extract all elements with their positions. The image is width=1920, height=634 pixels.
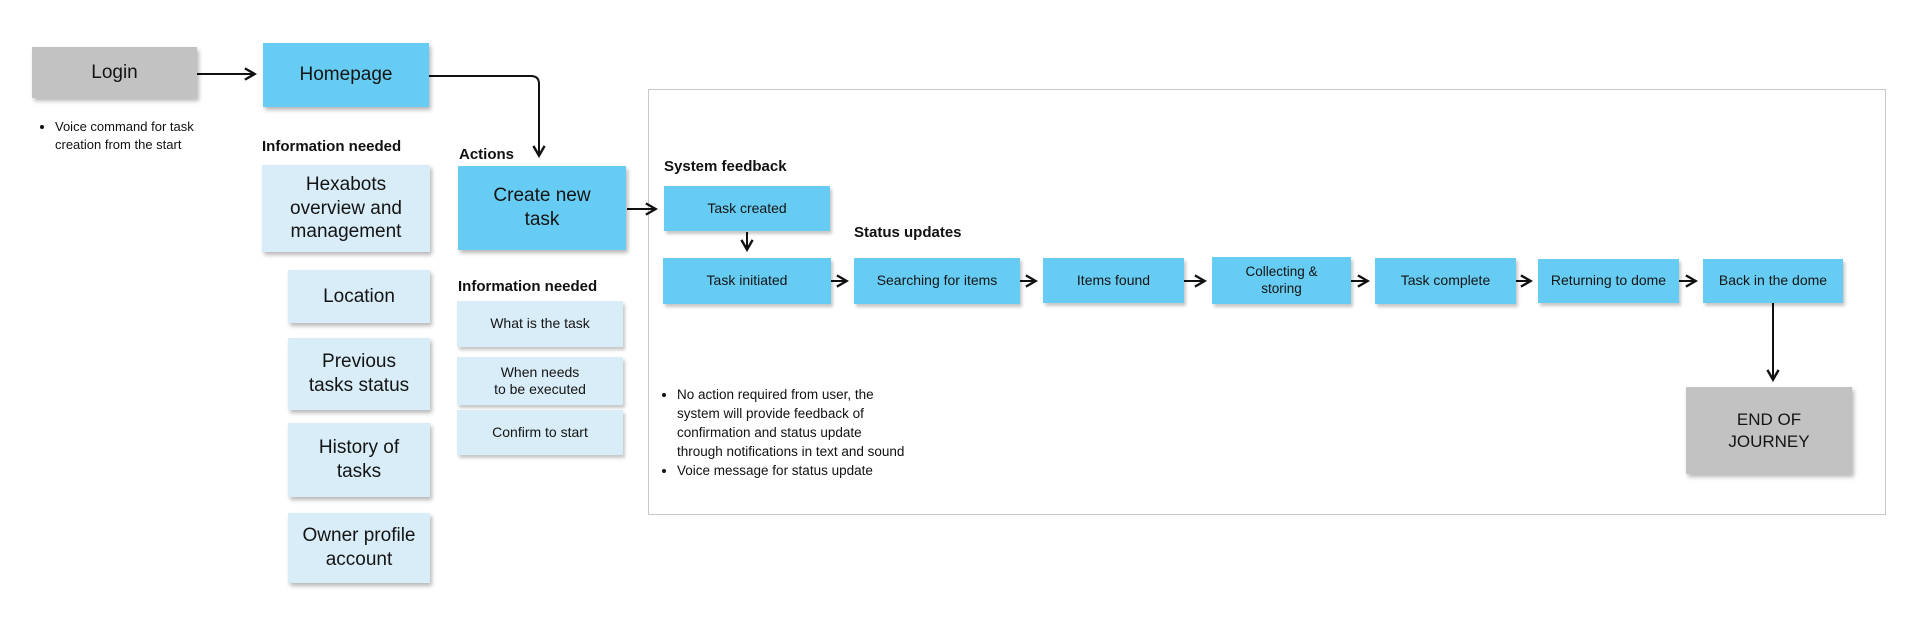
node-task-initiated[interactable]: Task initiated	[663, 258, 831, 304]
node-homepage[interactable]: Homepage	[263, 43, 429, 107]
system-feedback-label: System feedback	[664, 158, 787, 175]
node-create-new-task[interactable]: Create new task	[458, 166, 626, 250]
node-collecting-storing[interactable]: Collecting & storing	[1212, 257, 1351, 304]
information-needed-label-1: Information needed	[262, 138, 402, 155]
node-when-needs-executed[interactable]: When needs to be executed	[457, 357, 623, 405]
node-login[interactable]: Login	[32, 47, 197, 98]
login-note-item: Voice command for task creation from the…	[55, 118, 213, 154]
node-task-created[interactable]: Task created	[664, 186, 830, 231]
node-owner-profile-account[interactable]: Owner profile account	[288, 513, 430, 583]
node-task-complete[interactable]: Task complete	[1375, 258, 1516, 304]
node-items-found[interactable]: Items found	[1043, 258, 1184, 303]
feedback-notes: No action required from user, the system…	[660, 386, 909, 480]
node-back-in-the-dome[interactable]: Back in the dome	[1703, 259, 1843, 303]
node-previous-tasks-status[interactable]: Previous tasks status	[288, 338, 430, 410]
node-searching-for-items[interactable]: Searching for items	[854, 258, 1020, 304]
information-needed-label-2: Information needed	[458, 278, 598, 295]
feedback-note-item: Voice message for status update	[677, 462, 909, 481]
node-hexabots-overview[interactable]: Hexabots overview and management	[262, 165, 430, 252]
login-notes: Voice command for task creation from the…	[38, 118, 213, 154]
node-returning-to-dome[interactable]: Returning to dome	[1538, 259, 1679, 303]
node-history-of-tasks[interactable]: History of tasks	[288, 423, 430, 497]
actions-label: Actions	[459, 146, 515, 163]
node-end-of-journey[interactable]: END OF JOURNEY	[1686, 387, 1852, 474]
node-what-is-the-task[interactable]: What is the task	[457, 301, 623, 347]
node-location[interactable]: Location	[288, 270, 430, 323]
node-confirm-to-start[interactable]: Confirm to start	[457, 410, 623, 455]
arrow-homepage-createtask	[429, 75, 539, 155]
status-updates-label: Status updates	[854, 224, 962, 241]
feedback-note-item: No action required from user, the system…	[677, 386, 909, 462]
